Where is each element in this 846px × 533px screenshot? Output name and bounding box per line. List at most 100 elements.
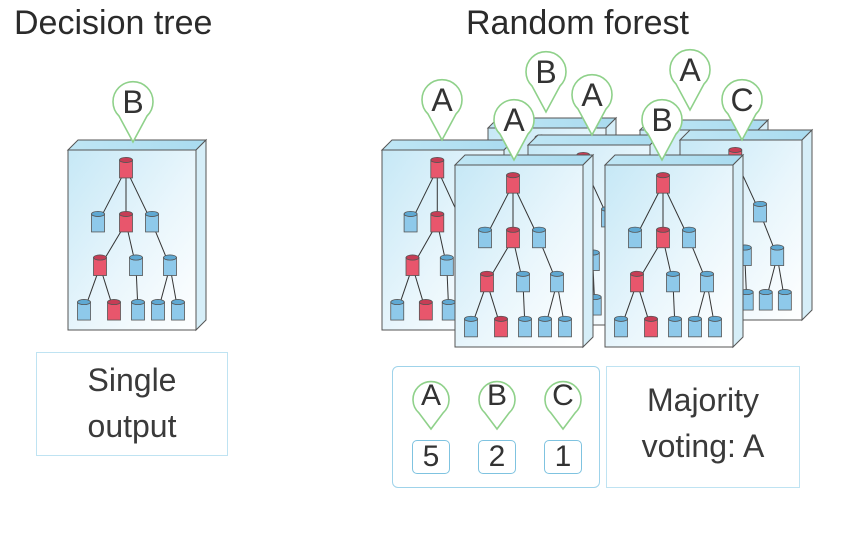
marker-label: A	[581, 77, 603, 113]
vote-label: C	[552, 379, 574, 412]
node-top	[506, 226, 520, 233]
vote-label: A	[420, 379, 441, 412]
decision-tree-title: Decision tree	[14, 4, 213, 42]
random-forest-title: Random forest	[466, 4, 689, 42]
marker-label: B	[651, 102, 672, 138]
node-top	[630, 270, 644, 277]
node-top	[430, 210, 445, 217]
forest-marker: A	[669, 48, 711, 112]
tree-box	[453, 153, 595, 349]
node-top	[119, 210, 133, 217]
node-top	[550, 270, 564, 277]
node-top	[770, 244, 785, 251]
vote-count: 2	[478, 440, 516, 474]
node-top	[405, 254, 420, 261]
vote-column-b: B 2	[467, 367, 527, 487]
single-output-box: Single output	[36, 352, 228, 456]
node-top	[129, 254, 143, 261]
node-top	[506, 172, 520, 179]
node-top	[777, 289, 792, 296]
node-top	[464, 315, 478, 322]
node-top	[390, 299, 405, 306]
decision-tree-marker: B	[112, 80, 154, 144]
marker-label: C	[730, 82, 753, 118]
forest-marker: A	[421, 78, 463, 142]
vote-count: 5	[412, 440, 450, 474]
single-output-line-1: Single	[87, 362, 177, 398]
box-top	[66, 139, 208, 151]
vote-count-box: A 5 B 2 C 1	[392, 366, 600, 488]
node-top	[656, 226, 670, 233]
node-top	[532, 226, 546, 233]
box-top	[526, 134, 662, 146]
node-top	[518, 315, 532, 322]
map-marker-icon	[412, 380, 450, 431]
vote-column-a: A 5	[401, 367, 461, 487]
node-top	[418, 299, 433, 306]
marker-shape	[641, 98, 683, 162]
forest-marker: C	[721, 78, 763, 142]
map-marker-icon	[544, 380, 582, 431]
node-top	[91, 210, 105, 217]
node-top	[644, 315, 658, 322]
marker-shape	[721, 78, 763, 142]
node-top	[119, 156, 133, 163]
marker-shape	[421, 78, 463, 142]
node-top	[688, 315, 702, 322]
vote-label: B	[486, 379, 507, 412]
marker-shape	[112, 80, 154, 144]
marker-shape	[571, 73, 613, 137]
box-side	[582, 153, 594, 349]
node-top	[441, 299, 456, 306]
vote-column-c: C 1	[533, 367, 593, 487]
node-top	[758, 289, 773, 296]
node-top	[145, 210, 159, 217]
node-top	[93, 254, 107, 261]
box-side	[801, 128, 813, 322]
node-top	[494, 315, 508, 322]
node-top	[403, 210, 418, 217]
marker-label: A	[679, 52, 701, 88]
node-top	[430, 156, 445, 163]
box-top	[380, 139, 516, 151]
forest-marker: B	[641, 98, 683, 162]
node-top	[439, 254, 454, 261]
node-top	[151, 299, 165, 306]
marker-shape	[669, 48, 711, 112]
forest-marker: A	[493, 98, 535, 162]
marker-label: B	[535, 54, 556, 90]
vote-count: 1	[544, 440, 582, 474]
node-top	[516, 270, 530, 277]
map-marker-icon	[478, 380, 516, 431]
single-output-line-2: output	[87, 408, 177, 444]
node-top	[107, 299, 121, 306]
node-top	[171, 299, 185, 306]
marker-shape	[525, 50, 567, 114]
node-top	[131, 299, 145, 306]
majority-voting-box: Majority voting: A	[606, 366, 800, 488]
box-side	[195, 138, 207, 332]
node-top	[753, 200, 767, 207]
node-top	[666, 270, 680, 277]
box-top	[603, 154, 745, 166]
marker-shape	[493, 98, 535, 162]
node-top	[478, 226, 492, 233]
forest-marker: A	[571, 73, 613, 137]
tree-box	[66, 138, 208, 332]
node-top	[614, 315, 628, 322]
node-top	[656, 172, 670, 179]
node-top	[163, 254, 177, 261]
majority-line-1: Majority	[646, 382, 759, 418]
node-top	[668, 315, 682, 322]
forest-marker: B	[525, 50, 567, 114]
majority-line-2: voting: A	[641, 428, 765, 464]
node-top	[480, 270, 494, 277]
node-top	[628, 226, 642, 233]
node-top	[708, 315, 722, 322]
box-side	[732, 153, 744, 349]
box-top	[453, 154, 595, 166]
node-top	[538, 315, 552, 322]
node-top	[682, 226, 696, 233]
marker-label: B	[122, 84, 143, 120]
